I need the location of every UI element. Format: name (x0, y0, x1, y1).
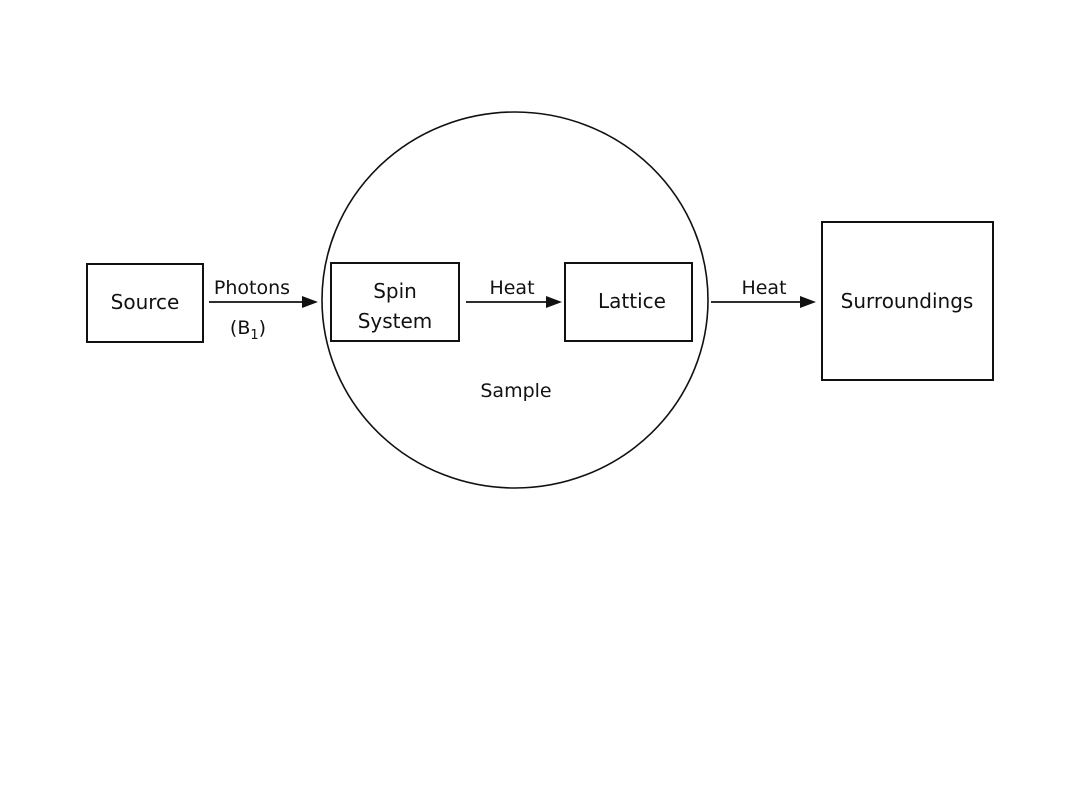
spin-label: Spin (373, 279, 417, 303)
lattice-label: Lattice (598, 289, 666, 313)
sample-circle (321, 111, 709, 489)
surroundings-label: Surroundings (841, 289, 974, 313)
surroundings-box (821, 221, 994, 381)
heat-label-2: Heat (741, 277, 786, 299)
photons-label: Photons (214, 277, 290, 299)
heat-arrow-1-head (546, 296, 562, 308)
lattice-box (564, 262, 693, 342)
system-label: System (358, 309, 433, 333)
spin-system-box (330, 262, 460, 342)
heat-arrow-2-head (800, 296, 816, 308)
heat-label-1: Heat (489, 277, 534, 299)
b1-label: (B1) (230, 317, 266, 343)
sample-label: Sample (480, 380, 551, 402)
photons-arrowhead (302, 296, 318, 308)
source-box (86, 263, 204, 343)
source-label: Source (111, 290, 180, 314)
